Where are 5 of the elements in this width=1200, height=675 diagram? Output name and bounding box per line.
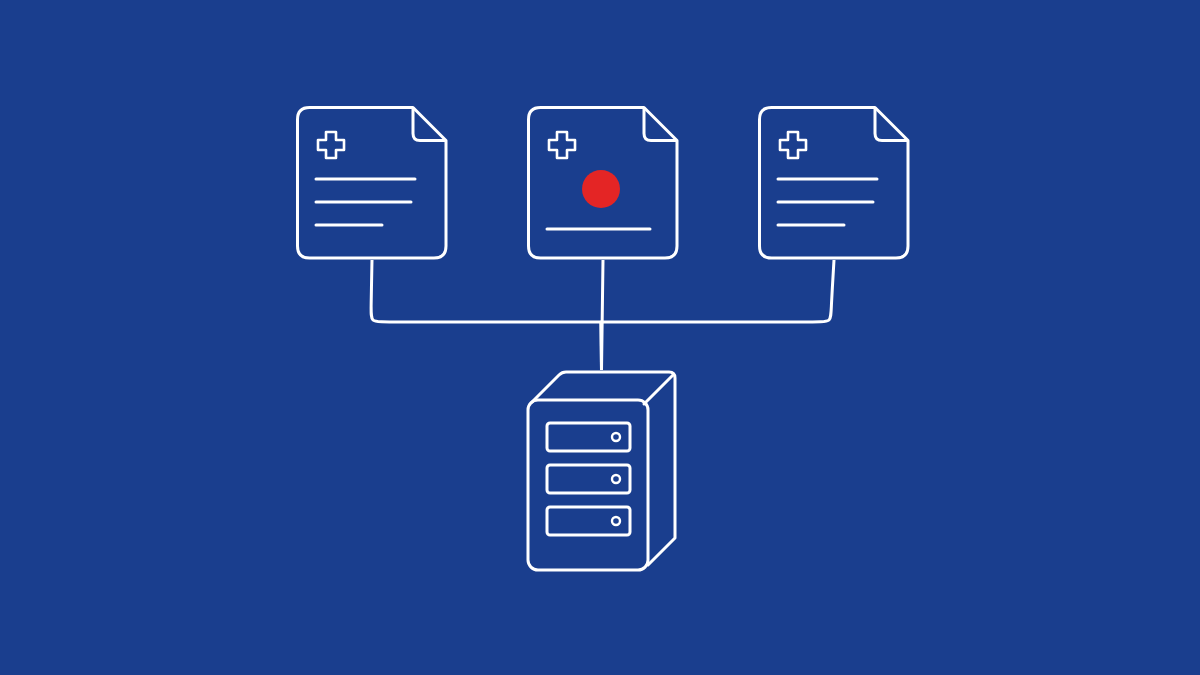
document-drawing [758,106,910,260]
document-drawing [527,106,679,260]
document-drawing [296,106,448,260]
connector-line [599,258,836,372]
server-drawing [526,370,677,572]
